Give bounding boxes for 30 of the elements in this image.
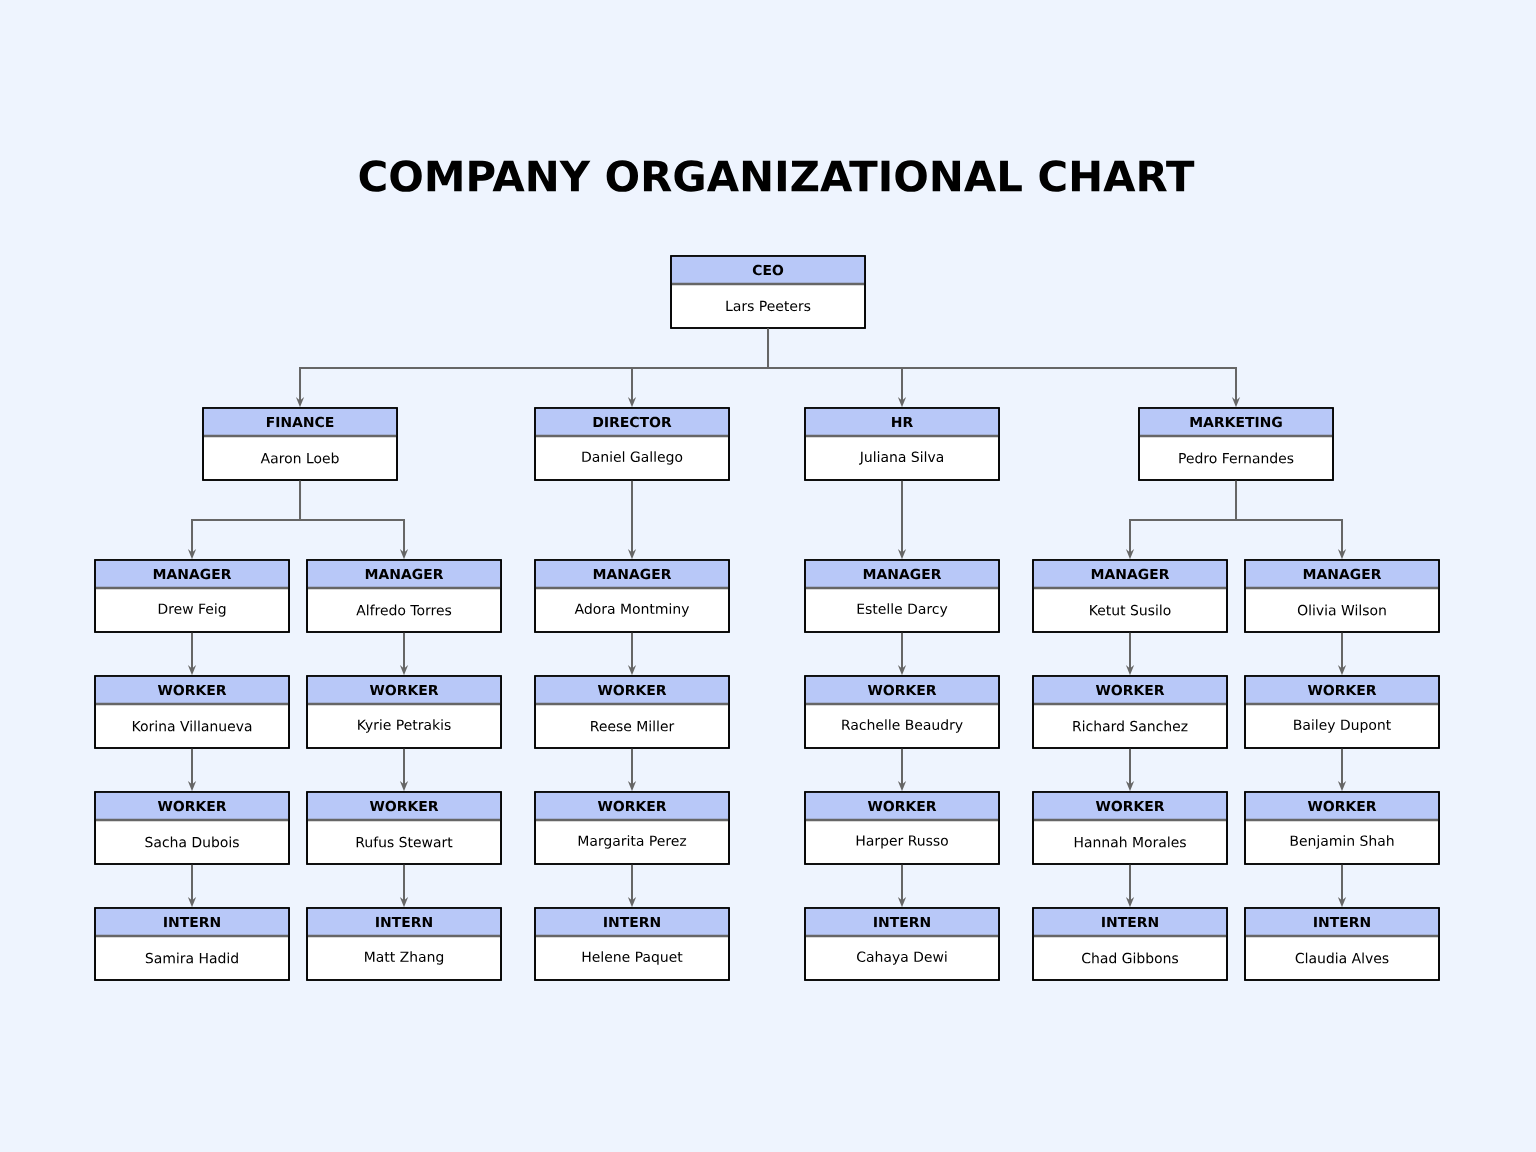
org-box [306, 675, 502, 749]
org-box [804, 407, 1000, 481]
org-box [534, 559, 730, 633]
org-box [804, 907, 1000, 981]
org-box [534, 791, 730, 865]
org-box [1032, 907, 1228, 981]
org-box [1244, 559, 1440, 633]
org-box [804, 559, 1000, 633]
org-box [1244, 907, 1440, 981]
org-box [534, 675, 730, 749]
org-box [306, 559, 502, 633]
org-box [94, 907, 290, 981]
org-box [1244, 791, 1440, 865]
org-box [1032, 675, 1228, 749]
org-box [1032, 791, 1228, 865]
org-box [306, 907, 502, 981]
org-box [1032, 559, 1228, 633]
org-box [534, 407, 730, 481]
org-box [306, 791, 502, 865]
org-box [670, 255, 866, 329]
org-box [1244, 675, 1440, 749]
org-box [534, 907, 730, 981]
org-box [94, 559, 290, 633]
org-box [804, 675, 1000, 749]
org-box [804, 791, 1000, 865]
org-box [94, 675, 290, 749]
org-box [1138, 407, 1334, 481]
org-box [202, 407, 398, 481]
org-box [94, 791, 290, 865]
chart-title: COMPANY ORGANIZATIONAL CHART [359, 160, 1195, 192]
